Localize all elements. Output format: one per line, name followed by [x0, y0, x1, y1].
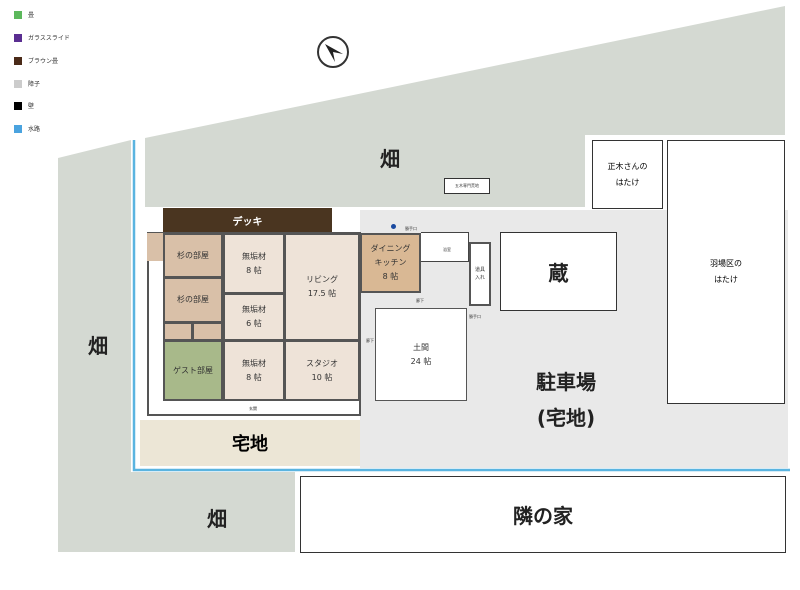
- legend-label: ブラウン畳: [28, 58, 59, 65]
- room-doma: 土間 24 帖: [375, 308, 467, 401]
- legend-label: 畳: [28, 12, 35, 19]
- room-sugi-2: 杉の部屋: [163, 277, 223, 323]
- room-sugi-1: 杉の部屋: [163, 233, 223, 278]
- field-label-bottom: 畑: [207, 507, 227, 531]
- tool-storage: 道具 入れ: [469, 242, 491, 306]
- legend-item: 障子: [14, 79, 40, 88]
- legend-item: 水路: [14, 124, 40, 133]
- label-bath: 浴室: [443, 247, 451, 252]
- compass-icon: [317, 36, 349, 68]
- label-backdoor-2: 勝手口: [469, 314, 481, 319]
- water-tap-icon: [391, 224, 396, 229]
- closet: [147, 233, 163, 261]
- kura: 蔵: [500, 232, 617, 311]
- legend-item: 畳: [14, 10, 34, 19]
- label-backdoor: 勝手口: [405, 226, 417, 231]
- room-dining-kitchen: ダイニング キッチン 8 帖: [360, 233, 421, 293]
- room-muku-8b: 無垢材 8 帖: [223, 340, 285, 401]
- haba-field: 羽場区の はたけ: [667, 140, 785, 404]
- legend-label: 障子: [28, 81, 41, 88]
- closet-a: [163, 322, 193, 341]
- legend-item: 壁: [14, 101, 34, 110]
- water-channel: [132, 140, 790, 472]
- masaki-field: 正木さんの はたけ: [592, 140, 663, 209]
- label-hall-2: 廊下: [416, 298, 424, 303]
- legend-item: ガラススライド: [14, 33, 70, 42]
- legend-label: 壁: [28, 103, 35, 110]
- top-field: [145, 6, 785, 207]
- neighbor-house: 隣の家: [300, 476, 786, 553]
- deck: デッキ: [163, 208, 332, 232]
- parking: 駐車場 (宅地): [536, 370, 596, 430]
- closet-b: [192, 322, 223, 341]
- legend-label: 水路: [28, 126, 41, 133]
- room-living: リビング 17.5 帖: [284, 233, 360, 341]
- takuchi: 宅地: [140, 420, 360, 466]
- room-studio: スタジオ 10 帖: [284, 340, 360, 401]
- sign: 五木専門荒地: [444, 178, 490, 194]
- left-field: [58, 140, 295, 552]
- bath-area: 浴室: [421, 232, 469, 262]
- room-muku-6: 無垢材 6 帖: [223, 293, 285, 341]
- room-guest: ゲスト部屋: [163, 340, 223, 401]
- label-hall: 廊下: [366, 338, 374, 343]
- legend-label: ガラススライド: [28, 35, 70, 42]
- room-muku-8a: 無垢材 8 帖: [223, 233, 285, 294]
- legend-item: ブラウン畳: [14, 56, 58, 65]
- label-entrance: 玄関: [249, 406, 257, 411]
- field-label-top: 畑: [380, 147, 400, 171]
- field-label-left: 畑: [88, 334, 108, 358]
